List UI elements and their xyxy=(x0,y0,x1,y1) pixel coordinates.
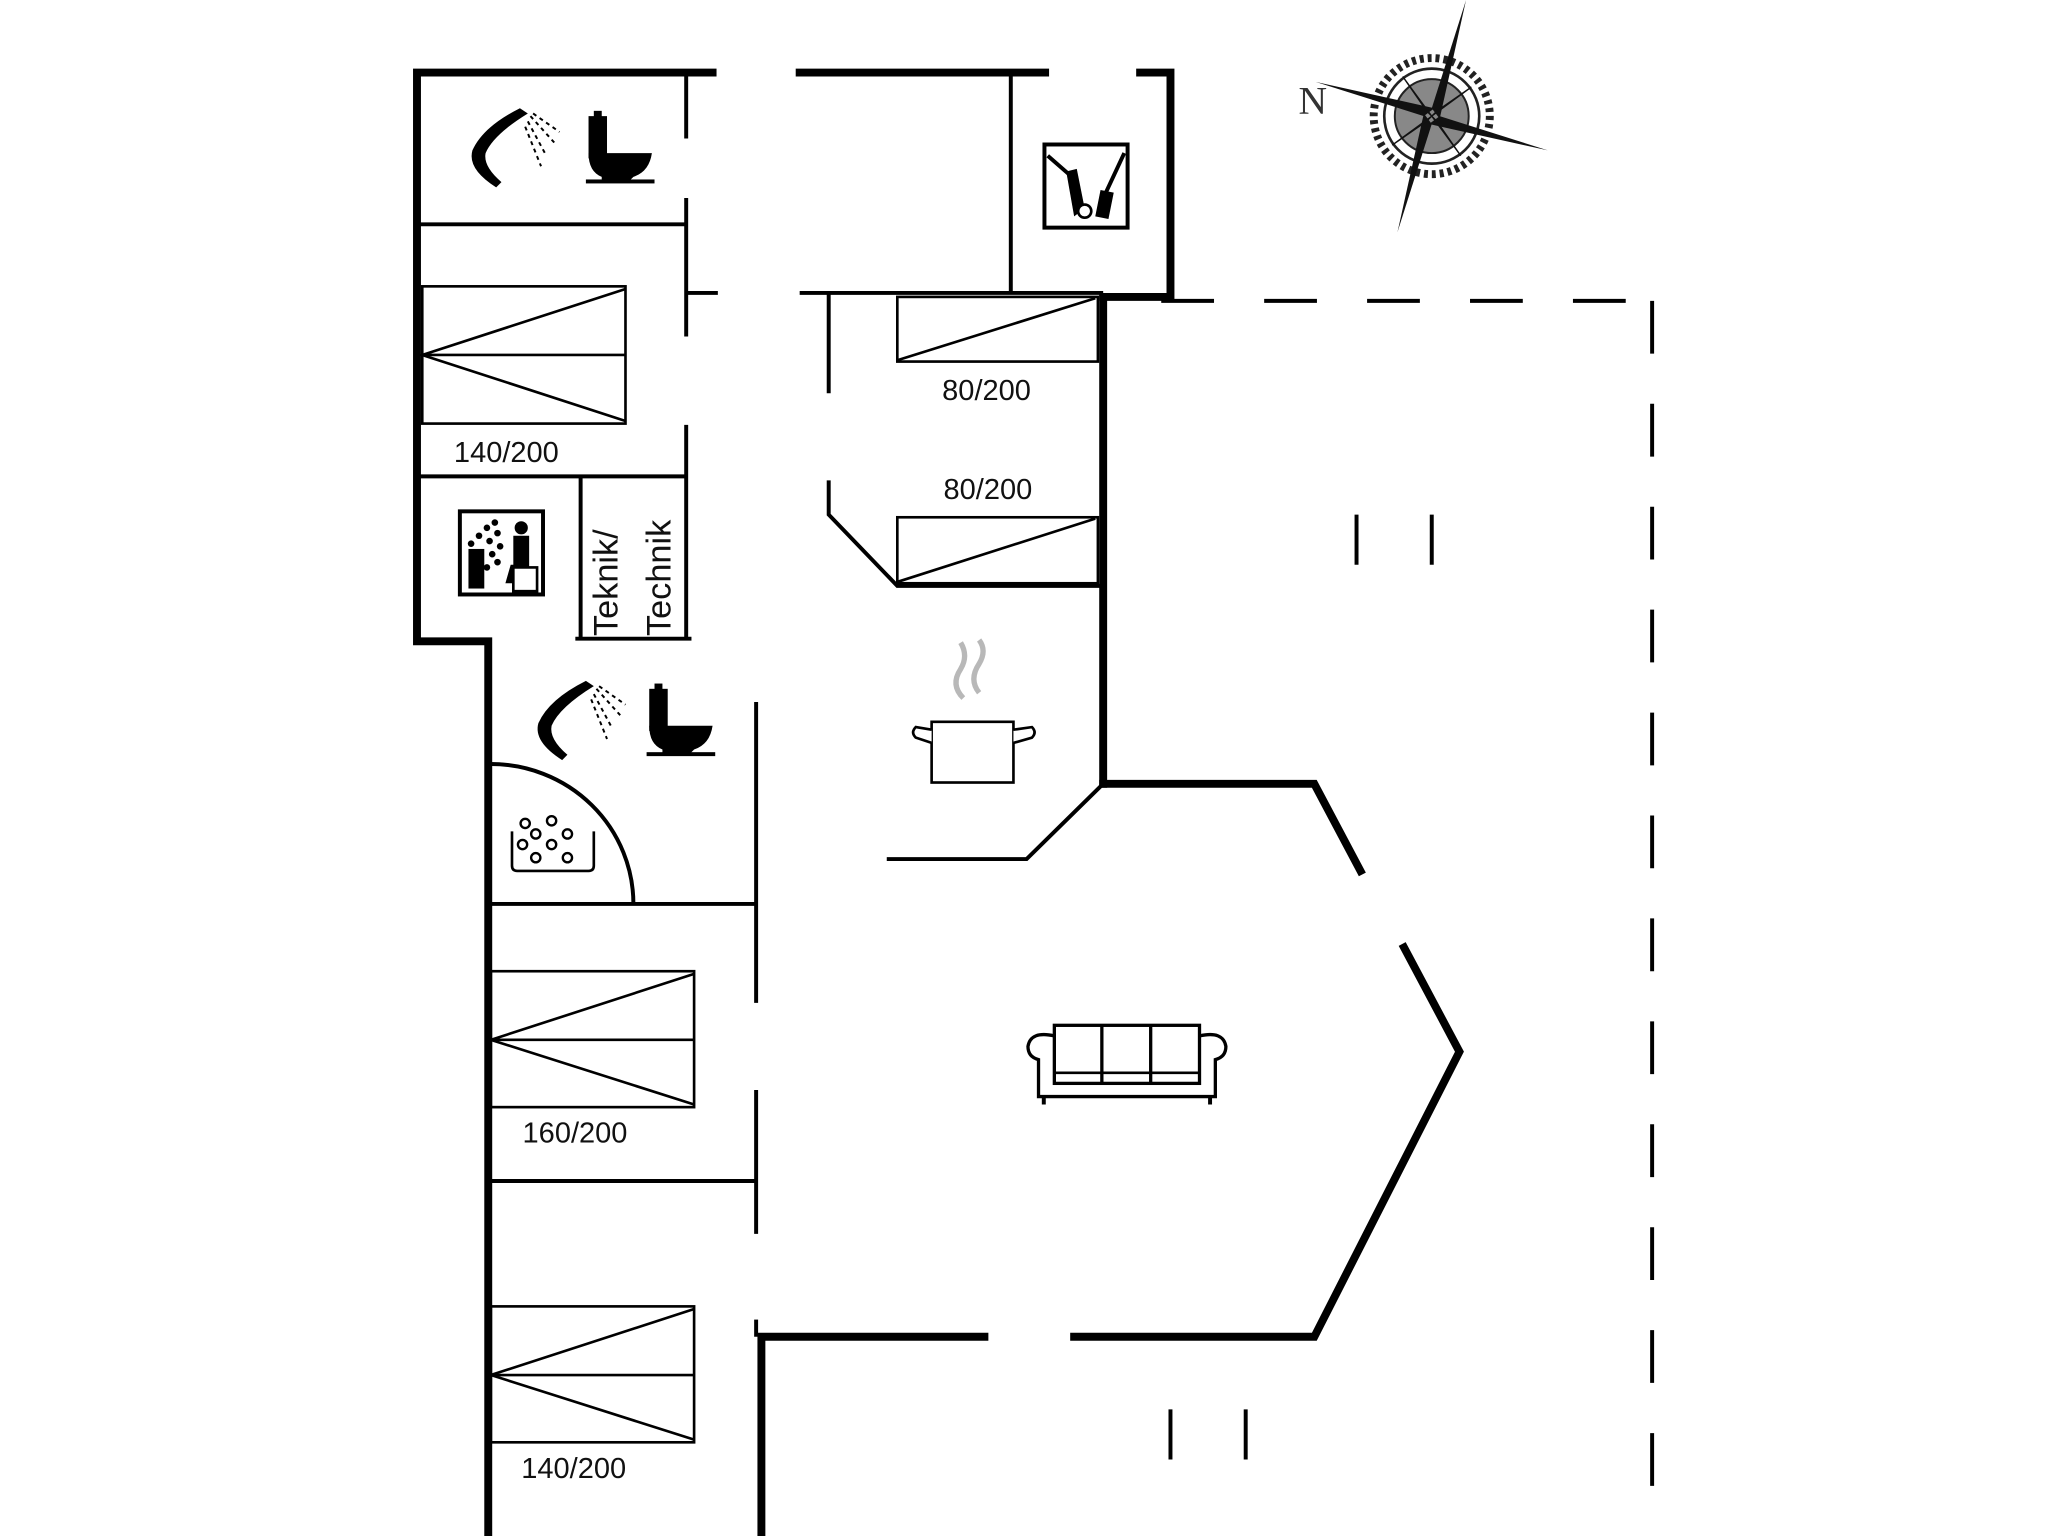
technical-room-label: Teknik/ Technik xyxy=(588,519,679,636)
bed-size-label: 160/200 xyxy=(523,1118,628,1150)
bed-size-label: 140/200 xyxy=(521,1453,626,1485)
bed-size-label: 80/200 xyxy=(944,474,1033,506)
bed-bedroom-1: 140/200 xyxy=(417,285,627,469)
whirlpool-icon xyxy=(510,814,596,873)
kitchen-pot-icon xyxy=(911,638,1036,784)
bed-bedroom-3: 140/200 xyxy=(486,1305,696,1485)
bed-bedroom-2: 160/200 xyxy=(486,969,696,1150)
exterior-walls xyxy=(413,68,1464,1536)
toilet-icon xyxy=(646,683,716,757)
interior-walls xyxy=(416,76,1105,1337)
sofa-icon xyxy=(1026,1023,1228,1105)
shower-icon xyxy=(537,680,627,761)
technical-label-da: Teknik/ xyxy=(588,529,626,636)
terrace-outline xyxy=(1161,298,1655,1536)
bed-bunk-bottom: 80/200 xyxy=(896,474,1100,585)
sauna-icon xyxy=(457,509,545,597)
bed-bunk-top: 80/200 xyxy=(896,295,1100,407)
compass-north-label: N xyxy=(1298,78,1327,122)
bed-size-label: 140/200 xyxy=(454,437,559,469)
storage-icon xyxy=(1042,142,1130,230)
bed-size-label: 80/200 xyxy=(942,375,1031,407)
toilet-icon xyxy=(585,110,655,184)
shower-icon xyxy=(471,108,561,188)
technical-label-de: Technik xyxy=(640,519,678,636)
compass-rose-icon xyxy=(1315,0,1548,233)
